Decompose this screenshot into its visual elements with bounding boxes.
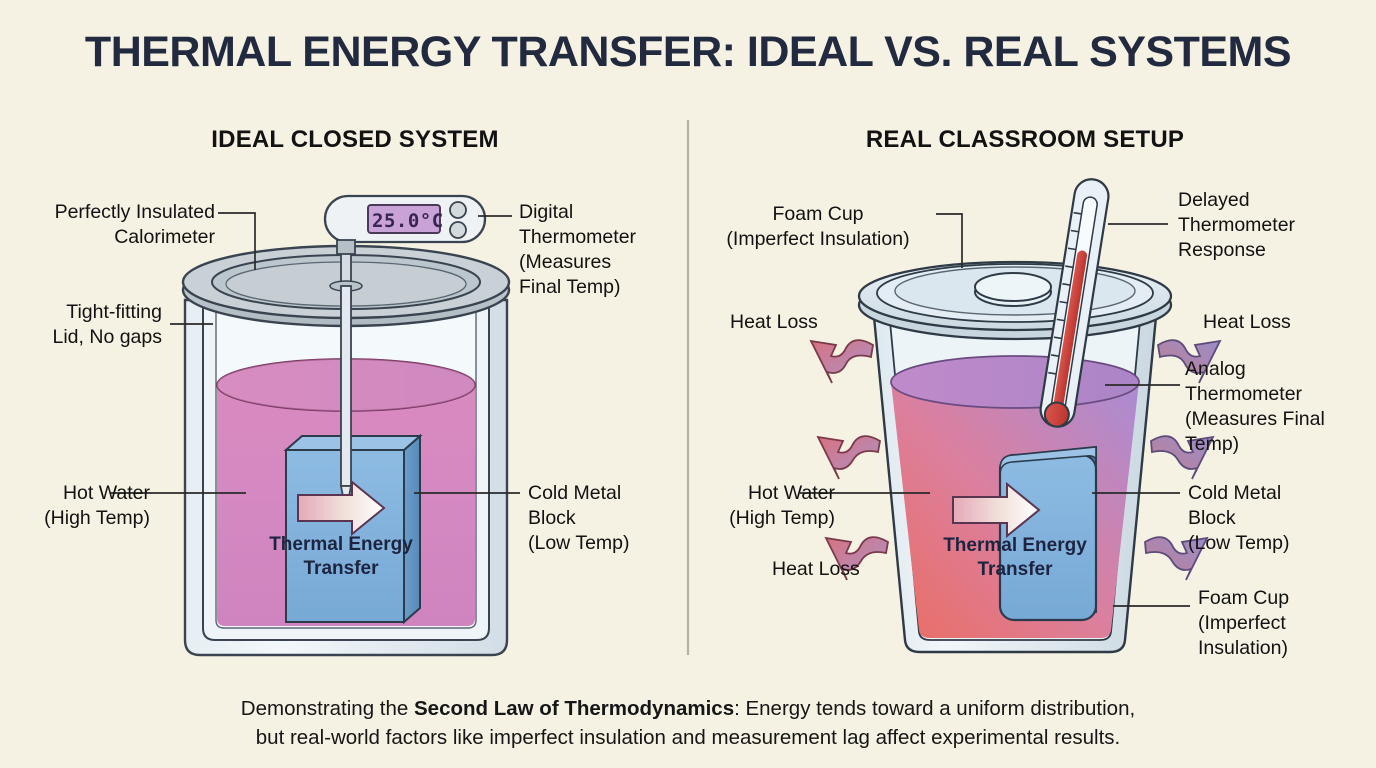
thermal-transfer-arrow-real bbox=[952, 481, 1041, 539]
caption-pre: Demonstrating the bbox=[240, 697, 414, 720]
panel-heading-ideal: IDEAL CLOSED SYSTEM bbox=[211, 126, 499, 153]
foam-cup-lid bbox=[857, 260, 1173, 341]
caption-post: : Energy tends toward a uniform distribu… bbox=[734, 697, 1136, 720]
label-tight-fitting-lid: Tight-fitting Lid, No gaps bbox=[52, 301, 163, 348]
label-heat-loss-right-top: Heat Loss bbox=[1203, 311, 1291, 333]
caption-line-1: Demonstrating the Second Law of Thermody… bbox=[241, 697, 1135, 720]
label-heat-loss-left-bottom: Heat Loss bbox=[772, 558, 860, 580]
caption: Demonstrating the Second Law of Thermody… bbox=[0, 694, 1376, 752]
label-thermal-energy-transfer-real: Thermal Energy Transfer bbox=[943, 535, 1087, 580]
label-cold-metal-block-ideal: Cold Metal Block (Low Temp) bbox=[528, 482, 630, 554]
label-cold-metal-block-real: Cold Metal Block (Low Temp) bbox=[1188, 482, 1290, 554]
label-thermal-energy-transfer-ideal: Thermal Energy Transfer bbox=[269, 534, 413, 579]
label-digital-thermometer: Digital Thermometer (Measures Final Temp… bbox=[519, 201, 637, 298]
heat-loss-arrows-left bbox=[809, 339, 889, 581]
digital-thermometer bbox=[323, 194, 487, 255]
leader-lines-left bbox=[110, 212, 520, 494]
leader-lines-right bbox=[800, 213, 1190, 607]
cold-metal-block-ideal bbox=[283, 433, 423, 625]
label-delayed-thermometer-response: Delayed Thermometer Response bbox=[1178, 189, 1296, 261]
digital-thermometer-display: 25.0°C bbox=[372, 210, 444, 232]
page-title: THERMAL ENERGY TRANSFER: IDEAL VS. REAL … bbox=[84, 28, 1292, 76]
caption-line-2: but real-world factors like imperfect in… bbox=[255, 726, 1121, 749]
caption-bold: Second Law of Thermodynamics bbox=[414, 697, 735, 720]
analog-thermometer bbox=[1039, 178, 1110, 428]
foam-cup-vessel bbox=[800, 178, 1222, 654]
panel-heading-real: REAL CLASSROOM SETUP bbox=[865, 126, 1185, 153]
calorimeter-vessel bbox=[110, 194, 520, 657]
cold-metal-block-real bbox=[998, 445, 1098, 622]
label-analog-thermometer: Analog Thermometer (Measures Final Temp) bbox=[1185, 358, 1325, 455]
heat-loss-arrows-right bbox=[1144, 339, 1222, 581]
label-heat-loss-left-top: Heat Loss bbox=[730, 311, 818, 333]
label-perfectly-insulated-calorimeter: Perfectly Insulated Calorimeter bbox=[54, 201, 215, 248]
label-foam-cup-top: Foam Cup (Imperfect Insulation) bbox=[726, 203, 910, 250]
label-hot-water-ideal: Hot Water (High Temp) bbox=[44, 482, 150, 529]
thermal-transfer-arrow-ideal bbox=[297, 479, 386, 537]
label-hot-water-real: Hot Water (High Temp) bbox=[729, 482, 835, 529]
label-foam-cup-bottom: Foam Cup (Imperfect Insulation) bbox=[1198, 587, 1290, 659]
